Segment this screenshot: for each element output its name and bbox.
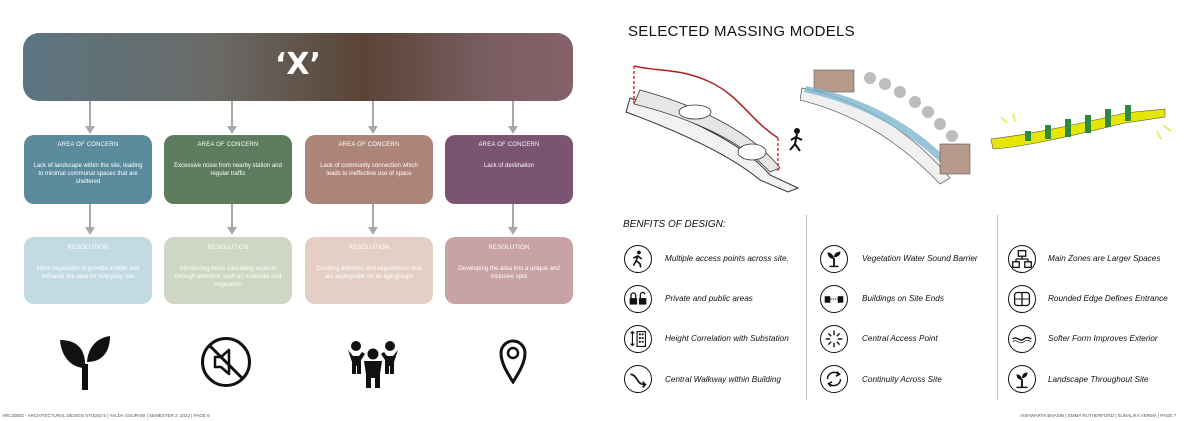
- plant-icon: [820, 245, 848, 273]
- arrow-connector: [89, 101, 91, 127]
- height-building-icon: [624, 325, 652, 353]
- concept-banner: [23, 33, 573, 101]
- arrow-connector: [512, 101, 514, 127]
- concern-title: AREA OF CONCERN: [197, 142, 259, 148]
- soft-form-icon: [1008, 325, 1036, 353]
- resolution-box-1: RESOLUTION More vegetation to provide sh…: [24, 237, 152, 304]
- arrow-head: [85, 126, 95, 134]
- resolution-text: Developing the area into a unique and in…: [458, 266, 560, 280]
- curved-arrow-icon: [624, 365, 652, 393]
- tree-icon: [1008, 365, 1036, 393]
- resolution-title: RESOLUTION: [348, 245, 390, 251]
- burst-icon: [820, 325, 848, 353]
- concern-box-2: AREA OF CONCERN Excessive noise from nea…: [164, 135, 292, 204]
- concern-text: Lack of community connection which leads…: [320, 163, 418, 177]
- resolution-text: Creating activities and experiences that…: [316, 266, 422, 280]
- arrow-head: [227, 126, 237, 134]
- arrow-connector: [372, 101, 374, 127]
- sprout-icon: [60, 336, 110, 390]
- benefit-label: Rounded Edge Defines Entrance: [1048, 294, 1168, 303]
- rounded-edge-icon: [1008, 285, 1036, 313]
- resolution-title: RESOLUTION: [207, 245, 249, 251]
- benefit-label: Main Zones are Larger Spaces: [1048, 254, 1161, 263]
- benefit-label: Private and public areas: [665, 294, 753, 303]
- massing-model-2: [800, 69, 971, 185]
- concern-title: AREA OF CONCERN: [338, 142, 400, 148]
- resolution-title: RESOLUTION: [488, 245, 530, 251]
- benefit-label: Landscape Throughout Site: [1048, 375, 1149, 384]
- arrow-connector: [231, 101, 233, 127]
- resolution-text: More vegetation to provide shelter and e…: [36, 266, 140, 280]
- benefit-label: Softer Form Improves Exterior: [1048, 334, 1158, 343]
- banner-title: ‘X’: [275, 47, 321, 82]
- benefit-label: Central Access Point: [862, 334, 938, 343]
- footer-right: AISHWARYA BHASIN | EMMA RUTHERFORD | SUN…: [1020, 413, 1177, 418]
- resolution-text: Introducing noise cancelling aspects thr…: [174, 266, 282, 288]
- location-pin-icon: [499, 339, 527, 384]
- column-divider: [806, 215, 807, 400]
- benefits-title: BENFITS OF DESIGN:: [623, 219, 726, 230]
- locks-icon: [624, 285, 652, 313]
- benefit-label: Continuity Across Site: [862, 375, 942, 384]
- hierarchy-icon: [1008, 245, 1036, 273]
- concern-text: Excessive noise from nearby station and …: [174, 163, 282, 177]
- column-divider: [997, 215, 998, 400]
- arrow-connector: [89, 204, 91, 228]
- arrow-head: [85, 227, 95, 235]
- people-group-icon: [348, 341, 398, 388]
- concern-title: AREA OF CONCERN: [478, 142, 540, 148]
- arrow-head: [508, 126, 518, 134]
- cycle-arrows-icon: [820, 365, 848, 393]
- benefit-label: Height Correlation with Substation: [665, 334, 789, 343]
- concern-box-3: AREA OF CONCERN Lack of community connec…: [305, 135, 433, 204]
- benefit-label: Buildings on Site Ends: [862, 294, 944, 303]
- arrow-head: [508, 227, 518, 235]
- arrow-head: [368, 227, 378, 235]
- building-ends-icon: [820, 285, 848, 313]
- massing-model-3: [990, 105, 1172, 150]
- resolution-box-3: RESOLUTION Creating activities and exper…: [305, 237, 433, 304]
- benefit-label: Vegetation Water Sound Barrier: [862, 254, 978, 263]
- massing-model-1: [625, 65, 803, 193]
- concern-text: Lack of landscape within the site, leadi…: [33, 163, 143, 185]
- arrow-head: [368, 126, 378, 134]
- arrow-connector: [372, 204, 374, 228]
- massing-title: SELECTED MASSING MODELS: [628, 23, 855, 40]
- arrow-connector: [231, 204, 233, 228]
- arrow-head: [227, 227, 237, 235]
- resolution-box-4: RESOLUTION Developing the area into a un…: [445, 237, 573, 304]
- concern-title: AREA OF CONCERN: [57, 142, 119, 148]
- benefit-label: Central Walkway within Building: [665, 375, 781, 384]
- footer-left: ARC30002 - ARCHITECTURAL DESIGN STUDIO 5…: [2, 413, 210, 418]
- resolution-box-2: RESOLUTION Introducing noise cancelling …: [164, 237, 292, 304]
- runner-icon: [624, 245, 652, 273]
- concern-box-4: AREA OF CONCERN Lack of destination: [445, 135, 573, 204]
- concern-text: Lack of destination: [483, 163, 535, 169]
- benefit-label: Multiple access points across site.: [665, 254, 789, 263]
- resolution-title: RESOLUTION: [67, 245, 109, 251]
- arrow-connector: [512, 204, 514, 228]
- muted-speaker-icon: [201, 337, 251, 387]
- concern-box-1: AREA OF CONCERN Lack of landscape within…: [24, 135, 152, 204]
